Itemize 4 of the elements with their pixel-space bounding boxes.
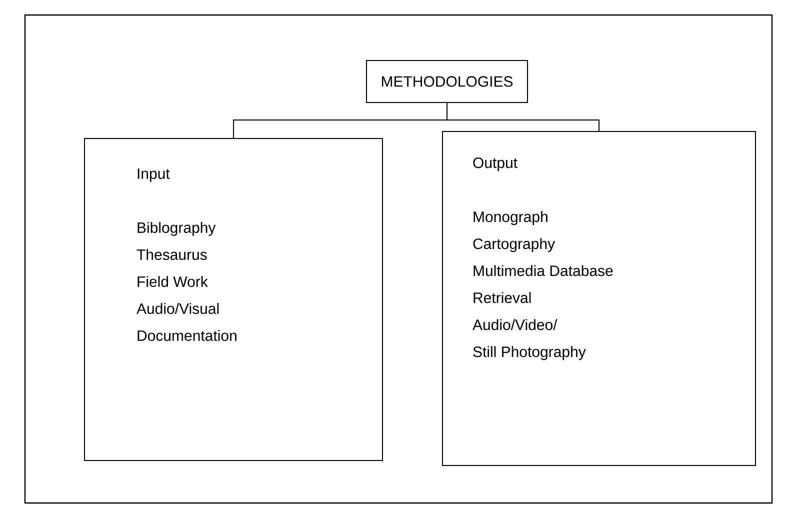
connector-line <box>446 102 600 132</box>
list-box: Output Monograph Cartography Multimedia Database Retrieval Audio/Video/ Still Photography <box>442 131 756 466</box>
title-box: METHODOLOGIES <box>366 60 528 103</box>
list-box: Input Biblography Thesaurus Field Work Audio/Visual Documentation <box>84 138 383 461</box>
